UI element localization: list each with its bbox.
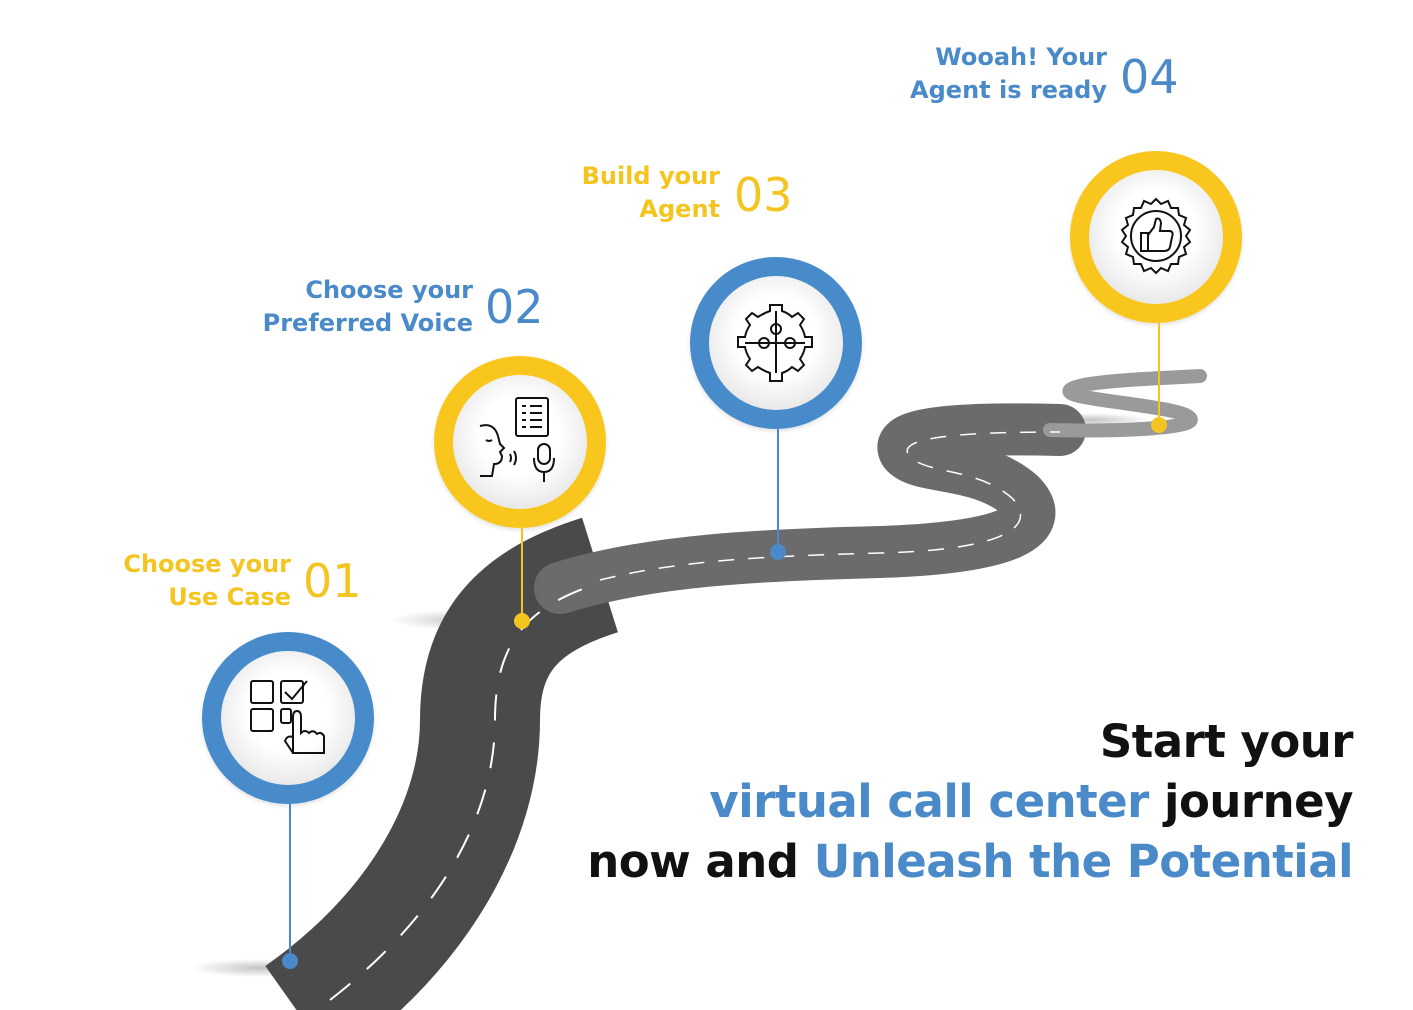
- thumbs-up-badge-icon: [1120, 197, 1192, 275]
- step-3-label-line2: Agent: [639, 195, 720, 223]
- step-4-label-line2: Agent is ready: [910, 76, 1107, 104]
- step-1-label-line1: Choose your: [123, 550, 291, 578]
- step-2-label-line2: Preferred Voice: [262, 309, 473, 337]
- step-1-number: 01: [303, 554, 362, 608]
- headline-highlight-virtual-call-center: virtual call center: [709, 775, 1149, 828]
- step-4-label-line1: Wooah! Your: [935, 43, 1107, 71]
- voice-speaking-icon: [479, 397, 555, 482]
- step-4-stem: [1158, 323, 1160, 423]
- road-center-line: [329, 582, 601, 1001]
- step-4-number: 04: [1120, 50, 1179, 104]
- headline-line-3: now and Unleash the Potential: [587, 832, 1353, 892]
- road-center-line: [599, 431, 1061, 581]
- headline-line-2: virtual call center journey: [587, 772, 1353, 832]
- step-3-number: 03: [734, 168, 793, 222]
- headline-line-1: Start your: [587, 712, 1354, 772]
- headline-journey-text: journey: [1164, 775, 1353, 828]
- step-4-circle: [1070, 151, 1242, 323]
- headline: Start your virtual call center journey n…: [587, 712, 1353, 892]
- step-2-marker: [514, 613, 530, 629]
- step-1-label-line2: Use Case: [168, 583, 291, 611]
- step-4-marker: [1151, 417, 1167, 433]
- step-1-circle: [202, 632, 374, 804]
- step-3-stem: [777, 429, 779, 545]
- step-2-label: Choose your Preferred Voice: [263, 274, 473, 340]
- step-1-marker: [282, 953, 298, 969]
- step-2-label-line1: Choose your: [305, 276, 473, 304]
- step-2-stem: [521, 528, 523, 614]
- step-3-label: Build your Agent: [582, 160, 720, 226]
- step-1-label: Choose your Use Case: [123, 548, 291, 614]
- headline-highlight-unleash: Unleash the Potential: [813, 835, 1354, 888]
- road-segment-far: [1043, 369, 1207, 438]
- checklist-touch-icon: [250, 680, 325, 754]
- step-4-label: Wooah! Your Agent is ready: [910, 41, 1107, 107]
- puzzle-gear-icon: [737, 304, 813, 382]
- step-3-circle: [690, 257, 862, 429]
- step-3-label-line1: Build your: [581, 162, 720, 190]
- step-1-stem: [289, 804, 291, 960]
- step-2-circle: [434, 356, 606, 528]
- step-3-marker: [770, 544, 786, 560]
- step-2-number: 02: [485, 280, 544, 334]
- headline-start-text: Start your: [1099, 715, 1354, 768]
- road-segment-near: [264, 517, 619, 1010]
- headline-now-and-text: now and: [587, 835, 799, 888]
- road-segment-mid: [534, 403, 1086, 614]
